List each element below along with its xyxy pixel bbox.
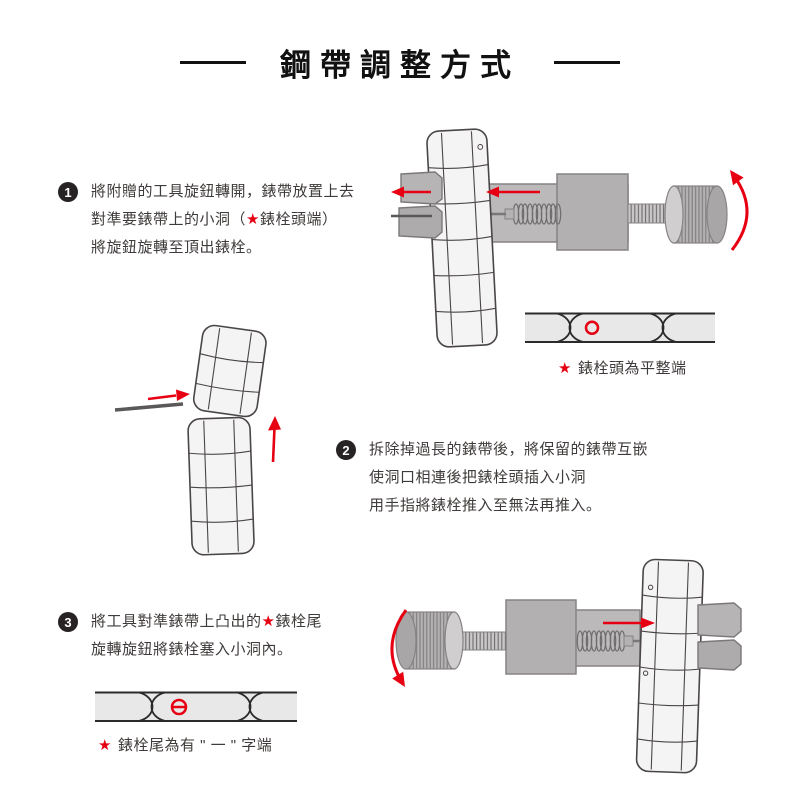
pin-head-marker: [584, 320, 600, 336]
band-strip-diagram-tail: [95, 691, 297, 722]
pin-collar: [623, 635, 634, 647]
step-3-text: 將工具對準錶帶上凸出的★錶栓尾 旋轉旋鈕將錶栓塞入小洞內。: [91, 608, 322, 664]
rotate-arrow-icon: [390, 609, 408, 687]
tool-illustration-step1: [391, 128, 749, 348]
band-strip-diagram-head: [525, 312, 715, 343]
step-1: 1 將附贈的工具旋鈕轉開，錶帶放置上去 對準要錶帶上的小洞（★錶栓頭端） 將旋鈕…: [58, 178, 355, 262]
step-text-line: 將工具對準錶帶上凸出的★錶栓尾: [91, 613, 322, 630]
step-text-line: 將附贈的工具旋鈕轉開，錶帶放置上去: [91, 183, 355, 200]
push-direction-arrow-icon: [603, 617, 655, 629]
step-2-number-badge: 2: [336, 440, 356, 460]
watch-band-lower: [187, 416, 255, 556]
page-title: 鋼帶調整方式: [280, 47, 520, 83]
watch-band-upper: [192, 324, 267, 418]
step-3-number-badge: 3: [58, 612, 78, 632]
step-text-line: 拆除掉過長的錶帶後，將保留的錶帶互嵌: [369, 441, 649, 458]
step-3: 3 將工具對準錶帶上凸出的★錶栓尾 旋轉旋鈕將錶栓塞入小洞內。: [58, 608, 322, 664]
star-icon: ★: [558, 360, 572, 377]
step-1-number-badge: 1: [58, 182, 78, 202]
band-pin-hole: [642, 670, 649, 676]
band-clamp: [697, 602, 742, 671]
step-text-line: 用手指將錶栓推入至無法再推入。: [369, 497, 602, 514]
spring: [512, 203, 562, 225]
step-text-line: 對準要錶帶上的小洞（★錶栓頭端）: [91, 211, 338, 228]
step-text-line: 將旋鈕旋轉至頂出錶栓。: [91, 239, 262, 256]
step-2-text: 拆除掉過長的錶帶後，將保留的錶帶互嵌 使洞口相連後把錶栓頭插入小洞 用手指將錶栓…: [369, 436, 648, 520]
pin-collar: [504, 208, 515, 220]
watch-band: [426, 128, 498, 348]
watch-band: [635, 558, 704, 774]
band-pin-hole: [647, 584, 654, 591]
header: 鋼帶調整方式: [0, 38, 800, 86]
step-2: 2 拆除掉過長的錶帶後，將保留的錶帶互嵌 使洞口相連後把錶栓頭插入小洞 用手指將…: [336, 436, 648, 520]
tool-illustration-step3: [390, 558, 742, 774]
spring: [576, 630, 626, 652]
up-direction-arrow-icon: [268, 416, 281, 463]
band-pin-hole: [477, 144, 484, 150]
rotate-arrow-icon: [730, 170, 749, 251]
step-text-line: 旋轉旋鈕將錶栓塞入小洞內。: [91, 641, 293, 658]
step-1-text: 將附贈的工具旋鈕轉開，錶帶放置上去 對準要錶帶上的小洞（★錶栓頭端） 將旋鈕旋轉…: [91, 178, 355, 262]
link-joints: [556, 312, 677, 343]
title-rule-left: [180, 60, 246, 64]
title-rule-right: [554, 60, 620, 64]
caption-pin-head: ★錶栓頭為平整端: [558, 360, 687, 377]
pin-tail-marker: [170, 698, 188, 716]
push-direction-arrow-icon: [391, 186, 540, 198]
star-icon: ★: [246, 211, 260, 228]
step-text-line: 使洞口相連後把錶栓頭插入小洞: [369, 469, 587, 486]
band-clamp: [398, 171, 443, 239]
insert-direction-arrow-icon: [147, 389, 190, 401]
tool-knob: [395, 611, 464, 670]
threaded-rod: [459, 631, 507, 651]
tool-body: [505, 599, 641, 675]
caption-pin-tail: ★錶栓尾為有 " 一 " 字端: [98, 737, 273, 754]
loose-pin: [114, 402, 184, 412]
tool-knob: [664, 185, 728, 244]
link-joints: [138, 691, 264, 722]
star-icon: ★: [98, 737, 112, 754]
band-illustration-step2: [114, 324, 281, 556]
star-icon: ★: [261, 613, 276, 630]
